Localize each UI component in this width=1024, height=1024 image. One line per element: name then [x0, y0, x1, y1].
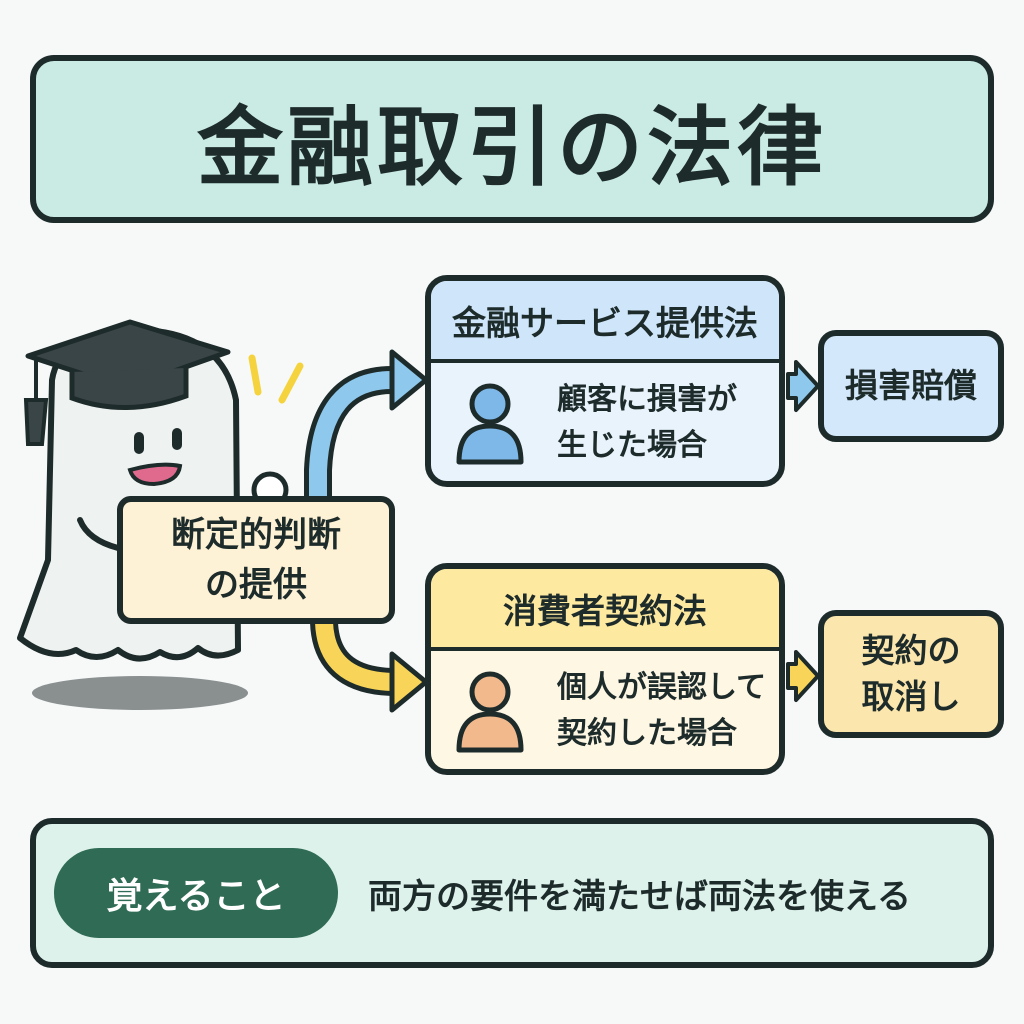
ghost-eye-left: [134, 432, 144, 454]
sparkle-line-1: [248, 354, 262, 396]
sign-line-2: の提供: [205, 565, 307, 605]
result-line-1: 契約の: [861, 631, 961, 670]
tip-banner: 覚えること 両方の要件を満たせば両法を使える: [30, 818, 994, 968]
mascot-shadow: [32, 676, 248, 710]
yellow-result-arrow: [786, 650, 820, 702]
ghost-eye-right: [172, 428, 182, 450]
person-icon: [456, 671, 524, 753]
title-banner: 金融取引の法律: [30, 55, 994, 223]
blue-result-arrow: [786, 360, 820, 412]
law-condition-line-2: 契約した場合: [557, 716, 737, 751]
law-name: 金融サービス提供法: [431, 281, 779, 363]
result-cancellation: 契約の 取消し: [818, 610, 1004, 738]
law-condition-line-1: 顧客に損害が: [557, 382, 737, 417]
yellow-arrowhead: [389, 651, 429, 713]
law-condition-line-2: 生じた場合: [557, 428, 707, 463]
ghost-arm: [77, 517, 121, 551]
law-name: 消費者契約法: [431, 569, 779, 651]
sign-line-1: 断定的判断: [171, 515, 341, 555]
cap-tassel: [23, 398, 49, 446]
person-icon: [456, 383, 524, 465]
blue-arrowhead: [389, 349, 429, 411]
tip-text: 両方の要件を満たせば両法を使える: [368, 876, 911, 917]
law-card-consumer-contract: 消費者契約法 個人が誤認して 契約した場合: [425, 563, 785, 775]
sparkle-line-2: [278, 362, 304, 404]
law-condition-line-1: 個人が誤認して: [557, 670, 767, 705]
law-card-financial-services: 金融サービス提供法 顧客に損害が 生じた場合: [425, 275, 785, 487]
result-text: 損害賠償: [845, 366, 977, 405]
page-title: 金融取引の法律: [197, 97, 827, 198]
result-line-2: 取消し: [861, 677, 961, 716]
graduation-cap-base: [69, 368, 189, 411]
result-damages: 損害賠償: [818, 330, 1004, 442]
ghost-mouth: [127, 462, 183, 487]
tip-badge: 覚えること: [54, 848, 338, 938]
mascot-sign: 断定的判断 の提供: [117, 496, 395, 624]
